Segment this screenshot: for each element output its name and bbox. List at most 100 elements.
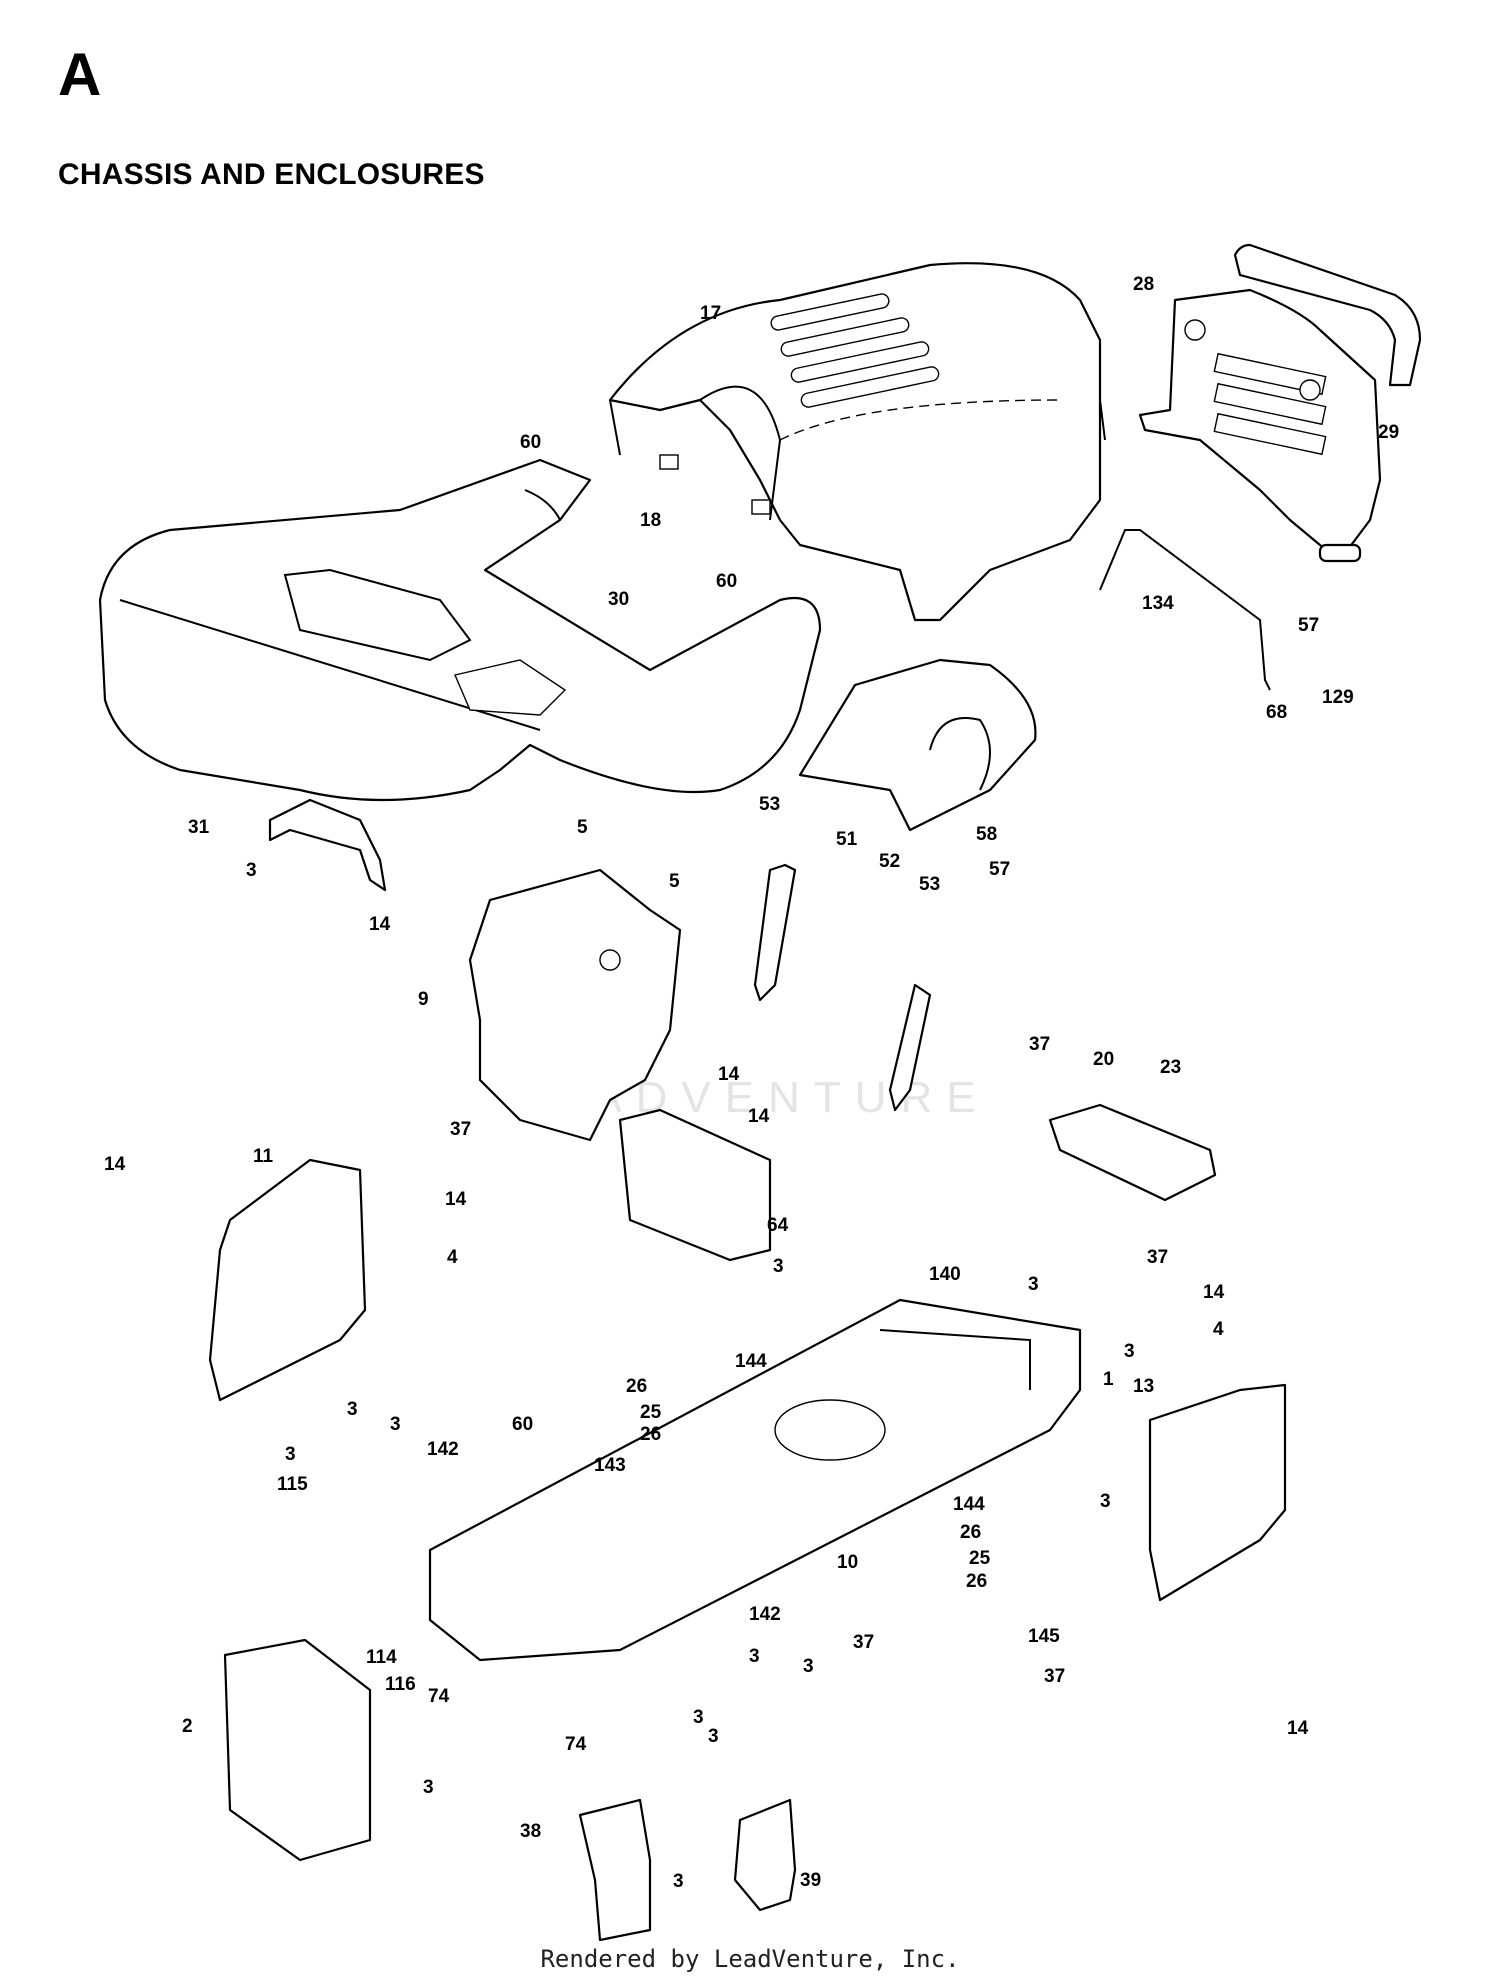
- callout-116: 116: [385, 1674, 416, 1695]
- callout-10: 10: [837, 1552, 858, 1573]
- callout-3k: 3: [693, 1707, 704, 1728]
- callout-74a: 74: [428, 1686, 450, 1707]
- callout-58: 58: [976, 824, 997, 845]
- callout-14a: 14: [369, 914, 391, 935]
- callout-60a: 60: [520, 432, 541, 453]
- callout-14c: 14: [748, 1106, 770, 1127]
- callout-143: 143: [594, 1455, 626, 1476]
- callout-3d: 3: [1124, 1341, 1135, 1362]
- callout-3g: 3: [285, 1444, 296, 1465]
- part-2-front-plate: [223, 1638, 372, 1862]
- callout-37e: 37: [1044, 1666, 1065, 1687]
- callout-134: 134: [1142, 593, 1174, 614]
- callout-14d: 14: [104, 1154, 126, 1175]
- callout-26d: 26: [966, 1571, 987, 1592]
- callout-3e: 3: [347, 1399, 358, 1420]
- callout-1: 1: [1103, 1369, 1114, 1390]
- callout-57b: 57: [989, 859, 1010, 880]
- callout-2: 2: [182, 1716, 193, 1737]
- callout-31: 31: [188, 817, 210, 838]
- callout-142b: 142: [749, 1604, 781, 1625]
- callout-14b: 14: [718, 1064, 740, 1085]
- callout-25b: 25: [969, 1548, 991, 1569]
- callout-3b: 3: [773, 1256, 784, 1277]
- callout-53a: 53: [759, 794, 780, 815]
- callout-68: 68: [1266, 702, 1287, 723]
- callout-37a: 37: [450, 1119, 471, 1140]
- callout-64: 64: [767, 1215, 789, 1236]
- callout-115: 115: [277, 1474, 308, 1495]
- section-letter: A: [58, 41, 102, 108]
- callout-60c: 60: [512, 1414, 533, 1435]
- part-38-bracket: [578, 1798, 652, 1942]
- part-39-bracket: [733, 1798, 797, 1912]
- callout-52: 52: [879, 851, 900, 872]
- callout-37d: 37: [853, 1632, 874, 1653]
- callout-3a: 3: [246, 860, 257, 881]
- callout-11: 11: [253, 1146, 274, 1167]
- callout-57a: 57: [1298, 615, 1319, 636]
- callout-18: 18: [640, 510, 661, 531]
- callout-4a: 4: [447, 1247, 458, 1268]
- part-13-side-panel: [1148, 1383, 1287, 1602]
- callout-29: 29: [1378, 422, 1399, 443]
- callout-129: 129: [1322, 687, 1354, 708]
- callout-14f: 14: [1203, 1282, 1225, 1303]
- callout-3h: 3: [1100, 1491, 1111, 1512]
- callout-5a: 5: [577, 817, 588, 838]
- part-134-rod: [1099, 529, 1271, 691]
- part-30-fender: [98, 458, 822, 802]
- callout-17: 17: [700, 303, 721, 324]
- callout-3c: 3: [1028, 1274, 1039, 1295]
- callout-26c: 26: [960, 1522, 981, 1543]
- callout-114: 114: [366, 1647, 397, 1668]
- callout-4b: 4: [1213, 1319, 1224, 1340]
- part-31-bracket: [268, 798, 387, 892]
- part-17-hood: [608, 262, 1106, 622]
- callout-23: 23: [1160, 1057, 1181, 1078]
- callout-51: 51: [836, 829, 858, 850]
- callout-145: 145: [1028, 1626, 1060, 1647]
- part-11-side-panel: [208, 1158, 367, 1402]
- callout-53b: 53: [919, 874, 940, 895]
- callout-20: 20: [1093, 1049, 1114, 1070]
- callout-14g: 14: [1287, 1718, 1309, 1739]
- callout-13: 13: [1133, 1376, 1154, 1397]
- callout-38: 38: [520, 1821, 541, 1842]
- callout-144b: 144: [953, 1494, 985, 1515]
- callout-142a: 142: [427, 1439, 459, 1460]
- callout-37b: 37: [1029, 1034, 1050, 1055]
- callout-26a: 26: [626, 1376, 647, 1397]
- callout-26b: 26: [640, 1424, 661, 1445]
- part-18-pad: [751, 499, 771, 515]
- part-1-frame: [428, 1298, 1082, 1662]
- callout-140: 140: [929, 1264, 961, 1285]
- callout-3f: 3: [390, 1414, 401, 1435]
- page-title: CHASSIS AND ENCLOSURES: [58, 158, 485, 191]
- callout-37c: 37: [1147, 1247, 1168, 1268]
- part-29-bumper: [1233, 243, 1422, 387]
- part-20-bracket: [1048, 1103, 1217, 1202]
- callout-30: 30: [608, 589, 629, 610]
- callout-5b: 5: [669, 871, 680, 892]
- callout-74b: 74: [565, 1734, 587, 1755]
- callout-9: 9: [418, 989, 429, 1010]
- part-64-bracket: [618, 1108, 772, 1262]
- part-18-pad: [659, 454, 679, 470]
- callout-28: 28: [1133, 274, 1154, 295]
- callout-25a: 25: [640, 1402, 662, 1423]
- callout-3i: 3: [749, 1646, 760, 1667]
- callout-144a: 144: [735, 1351, 767, 1372]
- callout-3n: 3: [673, 1871, 684, 1892]
- callout-3j: 3: [803, 1656, 814, 1677]
- callout-3m: 3: [423, 1777, 434, 1798]
- callout-14e: 14: [445, 1189, 467, 1210]
- part-28-grille: [1138, 288, 1382, 563]
- part-9-panel: [468, 868, 682, 1142]
- hood-vents: [770, 293, 940, 408]
- part-58-deflector: [798, 658, 1037, 832]
- callout-60b: 60: [716, 571, 737, 592]
- footer-credit: Rendered by LeadVenture, Inc.: [540, 1945, 960, 1973]
